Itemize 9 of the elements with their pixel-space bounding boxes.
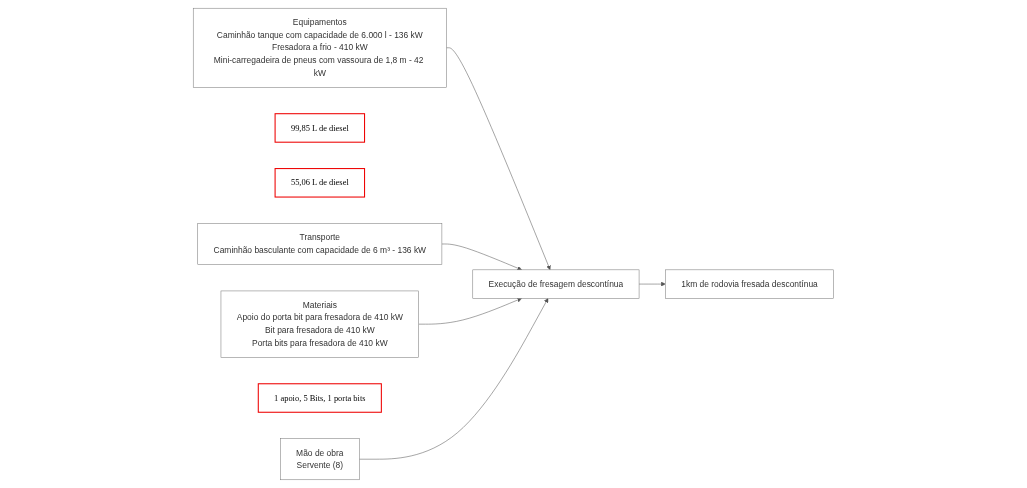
node-box: Materiais Apoio do porta bit para fresadora de 410 kW Bit para fresadora de 410 kW Porta bits para fresadora de 410 kW (220, 290, 420, 358)
node-box: Execução de fresagem descontínua (472, 269, 640, 299)
node-box: Transporte Caminhão basculante com capacidade de 6 m³ - 136 kW (197, 223, 443, 265)
node-box: Equipamentos Caminhão tanque com capacidade de 6.000 l - 136 kW Fresadora a frio - 410 kW Mini-carregadeira de pneus com vassoura de 1,8 m - 42 kW (193, 7, 447, 88)
node-box: 55,06 L de diesel (274, 168, 366, 198)
node-box: 1 apoio, 5 Bits, 1 porta bits (257, 383, 382, 413)
node-box: 1km de rodovia fresada descontínua (665, 269, 834, 299)
node-box: 99,85 L de diesel (274, 113, 366, 143)
node-box: Mão de obra Servente (8) (280, 438, 360, 481)
